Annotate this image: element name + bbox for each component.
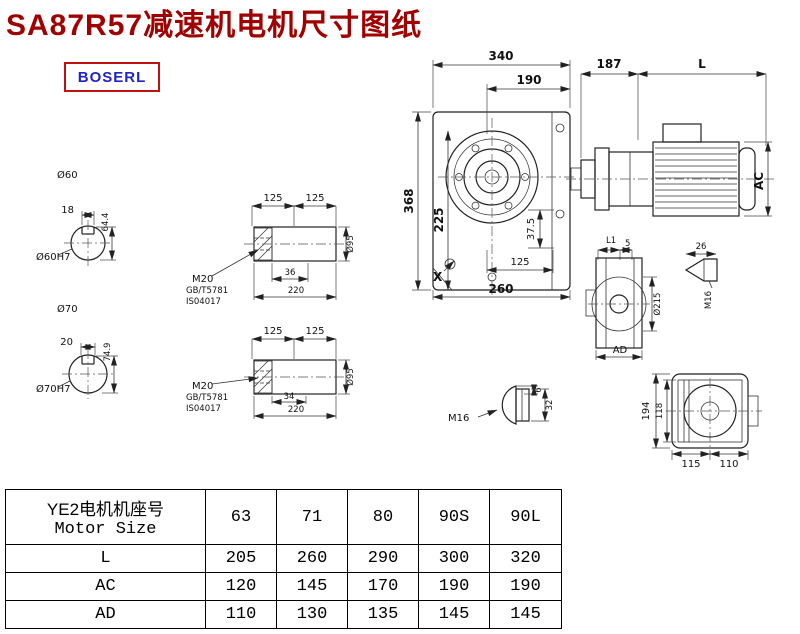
dim-label-225: 225 — [432, 207, 446, 232]
dim-label-36: 36 — [285, 268, 296, 278]
dim-label-110: 110 — [719, 459, 738, 470]
cell-l-90s: 300 — [418, 544, 490, 573]
cell-ad-63: 110 — [205, 600, 277, 629]
table-header-motor-size: YE2电机机座号 Motor Size — [5, 489, 206, 545]
dim-label-5: 5 — [625, 239, 630, 249]
label-m20-2: M20 — [192, 381, 213, 392]
shaft-section-70: Ø70 20 74.9 Ø70H7 — [36, 303, 118, 399]
dim-label-6: 6 — [534, 387, 544, 392]
dim-label-125c: 125 — [263, 326, 282, 337]
table-row-ac: AC 120 145 170 190 190 — [5, 572, 562, 601]
dim-label-118: 118 — [655, 403, 665, 419]
dim-label-ad: AD — [613, 345, 628, 356]
motor-rear-view: 194 118 115 110 — [641, 373, 762, 470]
page-title: SA87R57减速机电机尺寸图纸 — [6, 9, 423, 42]
cell-ad-80: 135 — [347, 600, 419, 629]
dim-label-125d: 125 — [305, 326, 324, 337]
cell-l-63: 205 — [205, 544, 277, 573]
row-label-ac: AC — [5, 572, 206, 601]
dim-label-125a: 125 — [263, 193, 282, 204]
dim-label-37-5: 37.5 — [526, 218, 537, 240]
brand-logo: BOSERL — [64, 62, 160, 92]
dim-label-125-bottom: 125 — [510, 257, 529, 268]
cell-ad-90l: 145 — [489, 600, 562, 629]
col-header-80: 80 — [347, 489, 419, 545]
col-header-63: 63 — [205, 489, 277, 545]
label-gb-2: GB/T5781 — [186, 393, 228, 403]
dim-label-340: 340 — [488, 49, 513, 63]
dim-label-190: 190 — [516, 73, 541, 87]
row-label-l: L — [5, 544, 206, 573]
row-label-ad: AD — [5, 600, 206, 629]
cell-ac-90l: 190 — [489, 572, 562, 601]
cell-l-71: 260 — [276, 544, 348, 573]
label-d60: Ø60 — [57, 169, 78, 181]
gearbox-dimensions: 340 190 368 225 37.5 125 260 X — [402, 49, 571, 300]
gearbox-front-view — [432, 111, 576, 298]
gearbox-side-view: L1 5 Ø215 AD — [585, 236, 663, 360]
label-d70: Ø70 — [57, 303, 78, 315]
dim-label-d215: Ø215 — [652, 293, 663, 316]
dim-label-368: 368 — [402, 188, 416, 213]
shaft-section-60: Ø60 18 64.4 Ø60H7 — [36, 169, 116, 266]
col-header-90s: 90S — [418, 489, 490, 545]
label-iso-2: IS04017 — [186, 404, 221, 414]
dim-label-20: 20 — [60, 337, 73, 348]
motor-dimensions: 187 L AC — [580, 57, 772, 217]
dim-label-l: L — [698, 57, 706, 71]
motor-size-table: YE2电机机座号 Motor Size 63 71 80 90S 90L L 2… — [5, 489, 562, 629]
dim-label-220-2: 220 — [288, 405, 304, 415]
dim-label-l1: L1 — [606, 236, 616, 246]
table-row-ad: AD 110 130 135 145 145 — [5, 600, 562, 629]
table-header-row: YE2电机机座号 Motor Size 63 71 80 90S 90L — [5, 489, 562, 545]
cell-ac-63: 120 — [205, 572, 277, 601]
dim-label-26: 26 — [696, 242, 707, 252]
table-row-l: L 205 260 290 300 320 — [5, 544, 562, 573]
breather-plug-view: 6 32 M16 — [448, 384, 555, 425]
label-d70h7: Ø70H7 — [36, 383, 70, 395]
table-header-cn: YE2电机机座号 — [46, 500, 165, 519]
label-m20-1: M20 — [192, 274, 213, 285]
cell-l-90l: 320 — [489, 544, 562, 573]
cell-ac-90s: 190 — [418, 572, 490, 601]
dim-label-115: 115 — [681, 459, 700, 470]
cell-ac-71: 145 — [276, 572, 348, 601]
dim-label-187: 187 — [596, 57, 621, 71]
dim-label-34: 34 — [284, 392, 295, 402]
dim-label-64-4: 64.4 — [101, 213, 111, 232]
dim-label-194: 194 — [641, 401, 652, 420]
dim-label-d95-2: Ø95 — [345, 368, 356, 386]
motor-side-view — [566, 123, 774, 217]
label-d60h7: Ø60H7 — [36, 251, 70, 263]
shaft-detail-2: 125 125 M20 GB/T5781 IS04017 34 220 — [186, 326, 356, 419]
label-iso-1: IS04017 — [186, 297, 221, 307]
cell-ac-80: 170 — [347, 572, 419, 601]
cell-l-80: 290 — [347, 544, 419, 573]
cone-plug-view: 26 M16 — [684, 242, 718, 309]
dim-label-32: 32 — [545, 400, 555, 411]
dim-label-18: 18 — [61, 205, 74, 216]
dim-label-ac: AC — [752, 172, 766, 190]
dim-label-74-9: 74.9 — [103, 343, 113, 362]
label-m16-plug: M16 — [704, 291, 714, 309]
dim-label-220-1: 220 — [288, 286, 304, 296]
col-header-71: 71 — [276, 489, 348, 545]
dim-label-d95-1: Ø95 — [345, 235, 356, 253]
cell-ad-90s: 145 — [418, 600, 490, 629]
label-gb-1: GB/T5781 — [186, 286, 228, 296]
col-header-90l: 90L — [489, 489, 562, 545]
dim-label-260: 260 — [488, 282, 513, 296]
table-header-en: Motor Size — [54, 520, 157, 539]
marker-label-x: X — [433, 270, 443, 284]
dim-label-125b: 125 — [305, 193, 324, 204]
label-m16-breather: M16 — [448, 413, 469, 424]
shaft-detail-1: 125 125 M20 GB/T5781 IS04017 36 220 — [186, 193, 356, 307]
cell-ad-71: 130 — [276, 600, 348, 629]
